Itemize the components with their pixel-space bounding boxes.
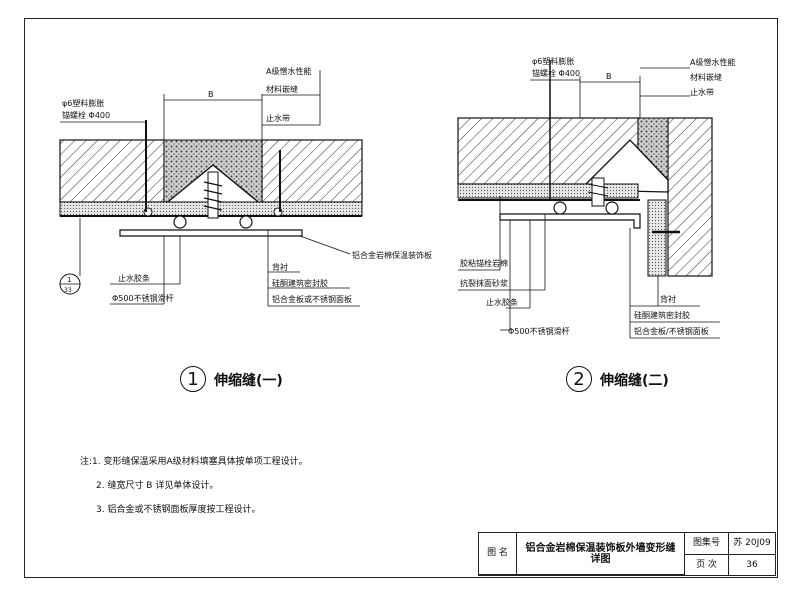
label-rod-2: Φ500不锈钢滑杆 (508, 326, 570, 336)
cover-plate (119, 229, 303, 237)
dim-b-label-1: B (208, 90, 214, 99)
ref-top-1: 1 (67, 276, 71, 284)
label-stop-strip-2: 止水胶条 (486, 297, 518, 307)
cover-angle-2 (499, 213, 641, 229)
label-facing-1: 铝合金岩棉保温装饰板 (352, 250, 432, 260)
label-backer-2: 背衬 (660, 294, 676, 304)
label-bolt-2: 锚螺栓 Φ400 (532, 68, 580, 78)
detail-1-joint: B φ6塑料膨胀 锚螺栓 Φ400 A级憎水性能 材料嵌缝 止水带 铝合金岩棉保… (59, 66, 432, 307)
caption-title-1: 伸缩缝(一) (214, 373, 283, 389)
label-mortar-2: 抗裂抹面砂浆 (460, 278, 508, 288)
label-strip-1: φ6塑料膨胀 (62, 98, 104, 108)
label-sealant-1: 硅酮建筑密封胶 (272, 278, 328, 288)
detail-2-joint: B φ6塑料膨胀 锚螺栓 Φ400 A级憎水性能 材料嵌缝 止水带 胶粘锚栓岩棉 (457, 56, 735, 339)
dim-b-label-2: B (606, 72, 612, 81)
wall-right-2 (667, 117, 713, 277)
label-panel-1: 铝合金板或不锈钢面板 (272, 294, 352, 304)
insulation-vertical-2 (647, 199, 667, 277)
spring-bolt (203, 171, 223, 219)
note-2: 2. 缝宽尺寸 B 详见单体设计。 (96, 481, 219, 491)
label-rod-1: Φ500不锈钢滑杆 (112, 293, 174, 303)
wall-right (261, 139, 363, 203)
label-filler-2: 材料嵌缝 (690, 72, 722, 82)
label-waterstop-1: 止水带 (266, 113, 290, 123)
label-a-class-2: A级憎水性能 (690, 57, 735, 67)
label-backer-1: 背衬 (272, 262, 288, 272)
ref-bottom-1: 33 (64, 287, 72, 294)
title-block-page-value: 36 (746, 559, 758, 570)
caption-number-2: 2 (566, 366, 592, 392)
label-filler-1: 材料嵌缝 (266, 84, 298, 94)
label-a-class-1: A级憎水性能 (266, 66, 311, 76)
title-block-atlas-label: 图集号 (685, 533, 729, 555)
caption-number-1: 1 (180, 366, 206, 392)
note-1: 注:1. 变形缝保温采用A级材料填塞具体按单项工程设计。 (80, 457, 308, 467)
note-3: 3. 铝合金或不锈钢面板厚度按工程设计。 (96, 505, 261, 515)
wall-left (59, 139, 165, 203)
title-block-title: 铝合金岩棉保温装饰板外墙变形缝详图 (517, 533, 685, 575)
insulation-layer-2 (457, 183, 639, 199)
title-block-name-label: 图 名 (479, 533, 517, 575)
label-sealant-2: 硅酮建筑密封胶 (634, 310, 690, 320)
title-block-atlas-value: 苏 20J09 (729, 533, 775, 555)
drawing-frame (24, 18, 778, 578)
title-block: 图 名 铝合金岩棉保温装饰板外墙变形缝详图 图集号 苏 20J09 页 次 36 (478, 532, 776, 576)
label-insulation-2: 胶粘锚栓岩棉 (460, 258, 508, 268)
label-strip-2: φ6塑料膨胀 (532, 56, 574, 66)
title-block-page-label: 页 次 (685, 555, 729, 575)
label-panel-2: 铝合金板/不锈钢面板 (634, 326, 709, 336)
label-bolt-1: 锚螺栓 Φ400 (62, 110, 110, 120)
label-stop-strip-1: 止水胶条 (118, 273, 150, 283)
caption-title-2: 伸缩缝(二) (600, 373, 669, 389)
label-waterstop-2: 止水带 (690, 87, 714, 97)
